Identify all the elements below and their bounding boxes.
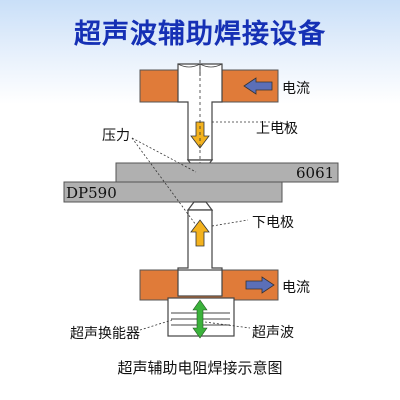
- label-ultrasonic: 超声波: [252, 325, 294, 341]
- label-plate-6061: 6061: [296, 164, 335, 182]
- plate-dp590: [63, 181, 283, 203]
- label-pressure: 压力: [102, 128, 130, 144]
- label-lower-electrode: 下电极: [252, 215, 294, 231]
- pressure-arrow-up: [190, 219, 210, 247]
- current-arrow-top: [243, 77, 273, 95]
- current-arrow-bottom: [245, 276, 275, 294]
- diagram-caption: 超声辅助电阻焊接示意图: [117, 359, 283, 377]
- label-upper-electrode: 上电极: [256, 121, 298, 137]
- label-plate-dp590: DP590: [66, 184, 117, 202]
- diagram-title: 超声波辅助焊接设备: [74, 19, 326, 50]
- label-current-top: 电流: [282, 81, 310, 97]
- label-current-bottom: 电流: [282, 280, 310, 296]
- ultrasonic-arrow: [192, 299, 208, 339]
- label-transducer: 超声换能器: [70, 326, 140, 342]
